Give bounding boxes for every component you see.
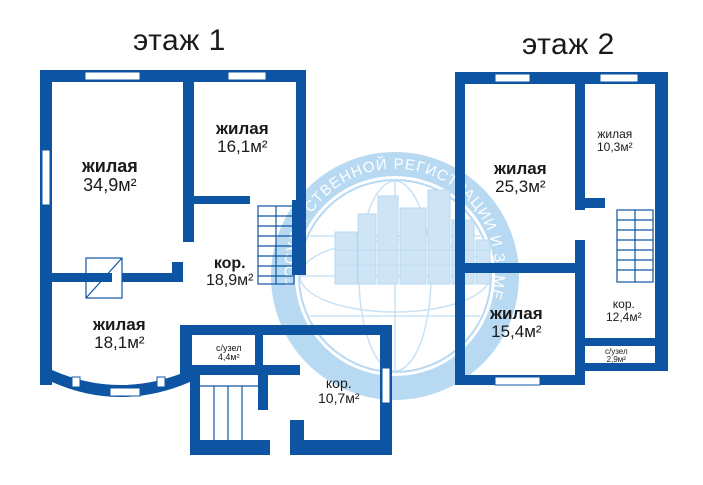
- room-label: жилая 18,1м²: [93, 316, 146, 352]
- room-name: жилая: [597, 127, 633, 141]
- floor-2-windows: [494, 73, 639, 386]
- room-area: 12,4м²: [606, 309, 642, 324]
- room-area: 25,3м²: [495, 176, 546, 196]
- room-name: жилая: [82, 156, 138, 176]
- room-name: жилая: [216, 119, 269, 138]
- room-area: 18,9м²: [206, 271, 254, 289]
- room-name: кор.: [325, 375, 352, 391]
- floor-1-windows: [41, 71, 391, 404]
- room-label: кор. 18,9м²: [206, 255, 254, 290]
- room-label: кор. 10,7м²: [318, 376, 360, 405]
- floor-2-staircase: [616, 209, 654, 283]
- room-name: жилая: [494, 159, 547, 178]
- room-area: 10,3м²: [597, 139, 633, 154]
- room-name: кор.: [612, 297, 635, 311]
- room-label: жилая 16,1м²: [216, 120, 269, 156]
- room-label: жилая 34,9м²: [82, 157, 138, 195]
- room-label: кор. 12,4м²: [606, 298, 642, 323]
- room-label: жилая 25,3м²: [494, 160, 547, 196]
- room-name: кор.: [213, 255, 246, 272]
- room-area: 10,7м²: [318, 389, 360, 406]
- room-area: 16,1м²: [217, 136, 268, 156]
- room-name: жилая: [93, 315, 146, 334]
- room-label: с/узел 4,4м²: [216, 343, 242, 363]
- floor-1-staircase: [85, 205, 295, 440]
- room-name: с/узел: [605, 347, 628, 356]
- room-area: 2,9м²: [606, 355, 626, 365]
- room-area: 18,1м²: [94, 332, 145, 352]
- room-name: жилая: [490, 304, 543, 323]
- room-area: 15,4м²: [491, 321, 542, 341]
- room-label: с/узел 2,9м²: [605, 347, 628, 365]
- room-area: 34,9м²: [83, 174, 137, 195]
- floor-2-title: этаж 2: [522, 28, 615, 61]
- floor-1-title: этаж 1: [133, 24, 226, 57]
- room-name: с/узел: [216, 343, 242, 353]
- room-area: 4,4м²: [217, 352, 240, 363]
- room-label: жилая 15,4м²: [490, 305, 543, 341]
- room-label: жилая 10,3м²: [597, 128, 633, 153]
